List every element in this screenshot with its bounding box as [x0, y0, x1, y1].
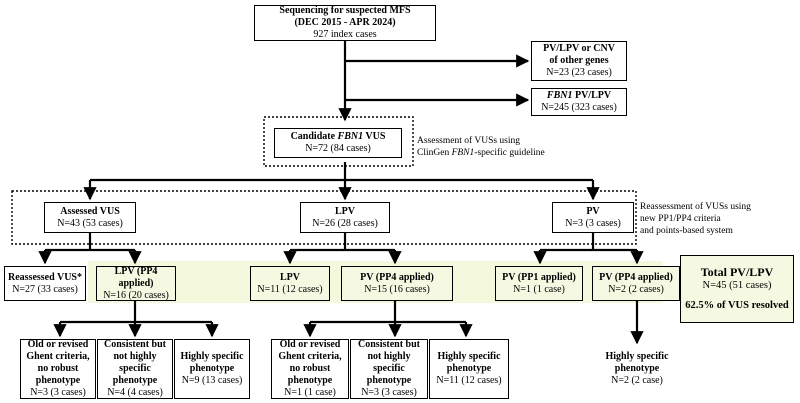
total-title: Total PV/LPV	[700, 265, 774, 280]
t4-highly-specific-1: Highly specific phenotype N=9 (13 cases)	[174, 339, 250, 399]
total-resolved: 62.5% of VUS resolved	[685, 300, 789, 312]
t4-old-ghent-2: Old or revised Ghent criteria, no robust…	[271, 339, 349, 399]
t4-consistent-2: Consistent but not highly specific pheno…	[350, 339, 428, 399]
candidate-dotted-frame	[263, 116, 414, 167]
pv-pp4-box: PV (PP4 applied) N=15 (16 cases)	[341, 266, 453, 301]
pv-box: PV N=3 (3 cases)	[552, 202, 634, 233]
t4-consistent-1: Consistent but not highly specific pheno…	[97, 339, 173, 399]
reassessment-note: Reassessment of VUSs using new PP1/PP4 c…	[640, 202, 751, 236]
fbn1-pv-count: N=245 (323 cases)	[541, 102, 617, 113]
other-genes-count: N=23 (23 cases)	[546, 67, 612, 78]
candidate-box: Candidate FBN1 VUS N=72 (84 cases)	[274, 128, 402, 158]
lpv-only-box: LPV N=11 (12 cases)	[250, 266, 330, 301]
assessed-vus-box: Assessed VUS N=43 (53 cases)	[44, 202, 136, 233]
pv-pp1-box: PV (PP1 applied) N=1 (1 case)	[495, 266, 583, 301]
fbn1-pv-title: FBN1 PV/LPV	[546, 90, 612, 101]
tier2-dotted-frame	[11, 190, 637, 245]
candidate-title: Candidate FBN1 VUS	[290, 131, 386, 142]
lpv-pp4-box: LPV (PP4 applied) N=16 (20 cases)	[96, 266, 176, 301]
other-genes-box: PV/LPV or CNV of other genes N=23 (23 ca…	[531, 41, 627, 81]
assessment-note: Assessment of VUSs using ClinGen FBN1-sp…	[417, 136, 545, 158]
reassessed-vus-box: Reassessed VUS* N=27 (33 cases)	[4, 266, 86, 301]
other-genes-title: PV/LPV or CNV	[543, 43, 615, 54]
start-count: 927 index cases	[313, 29, 377, 40]
start-box: Sequencing for suspected MFS (DEC 2015 -…	[254, 5, 436, 41]
t4-highly-specific-2: Highly specific phenotype N=11 (12 cases…	[429, 339, 509, 399]
lpv-box: LPV N=26 (28 cases)	[300, 202, 390, 233]
total-count: N=45 (51 cases)	[702, 279, 772, 291]
t4-old-ghent-1: Old or revised Ghent criteria, no robust…	[20, 339, 96, 399]
pv-pp4b-box: PV (PP4 applied) N=2 (2 cases)	[592, 266, 680, 301]
candidate-count: N=72 (84 cases)	[305, 143, 371, 154]
total-box: Total PV/LPV N=45 (51 cases) 62.5% of VU…	[680, 255, 794, 323]
start-title: Sequencing for suspected MFS	[279, 5, 411, 16]
other-genes-sub: of other genes	[549, 55, 609, 66]
fbn1-pv-box: FBN1 PV/LPV N=245 (323 cases)	[531, 88, 627, 116]
start-dates: (DEC 2015 - APR 2024)	[294, 17, 396, 28]
t4-highly-specific-3: Highly specific phenotype N=2 (2 case)	[605, 351, 669, 386]
